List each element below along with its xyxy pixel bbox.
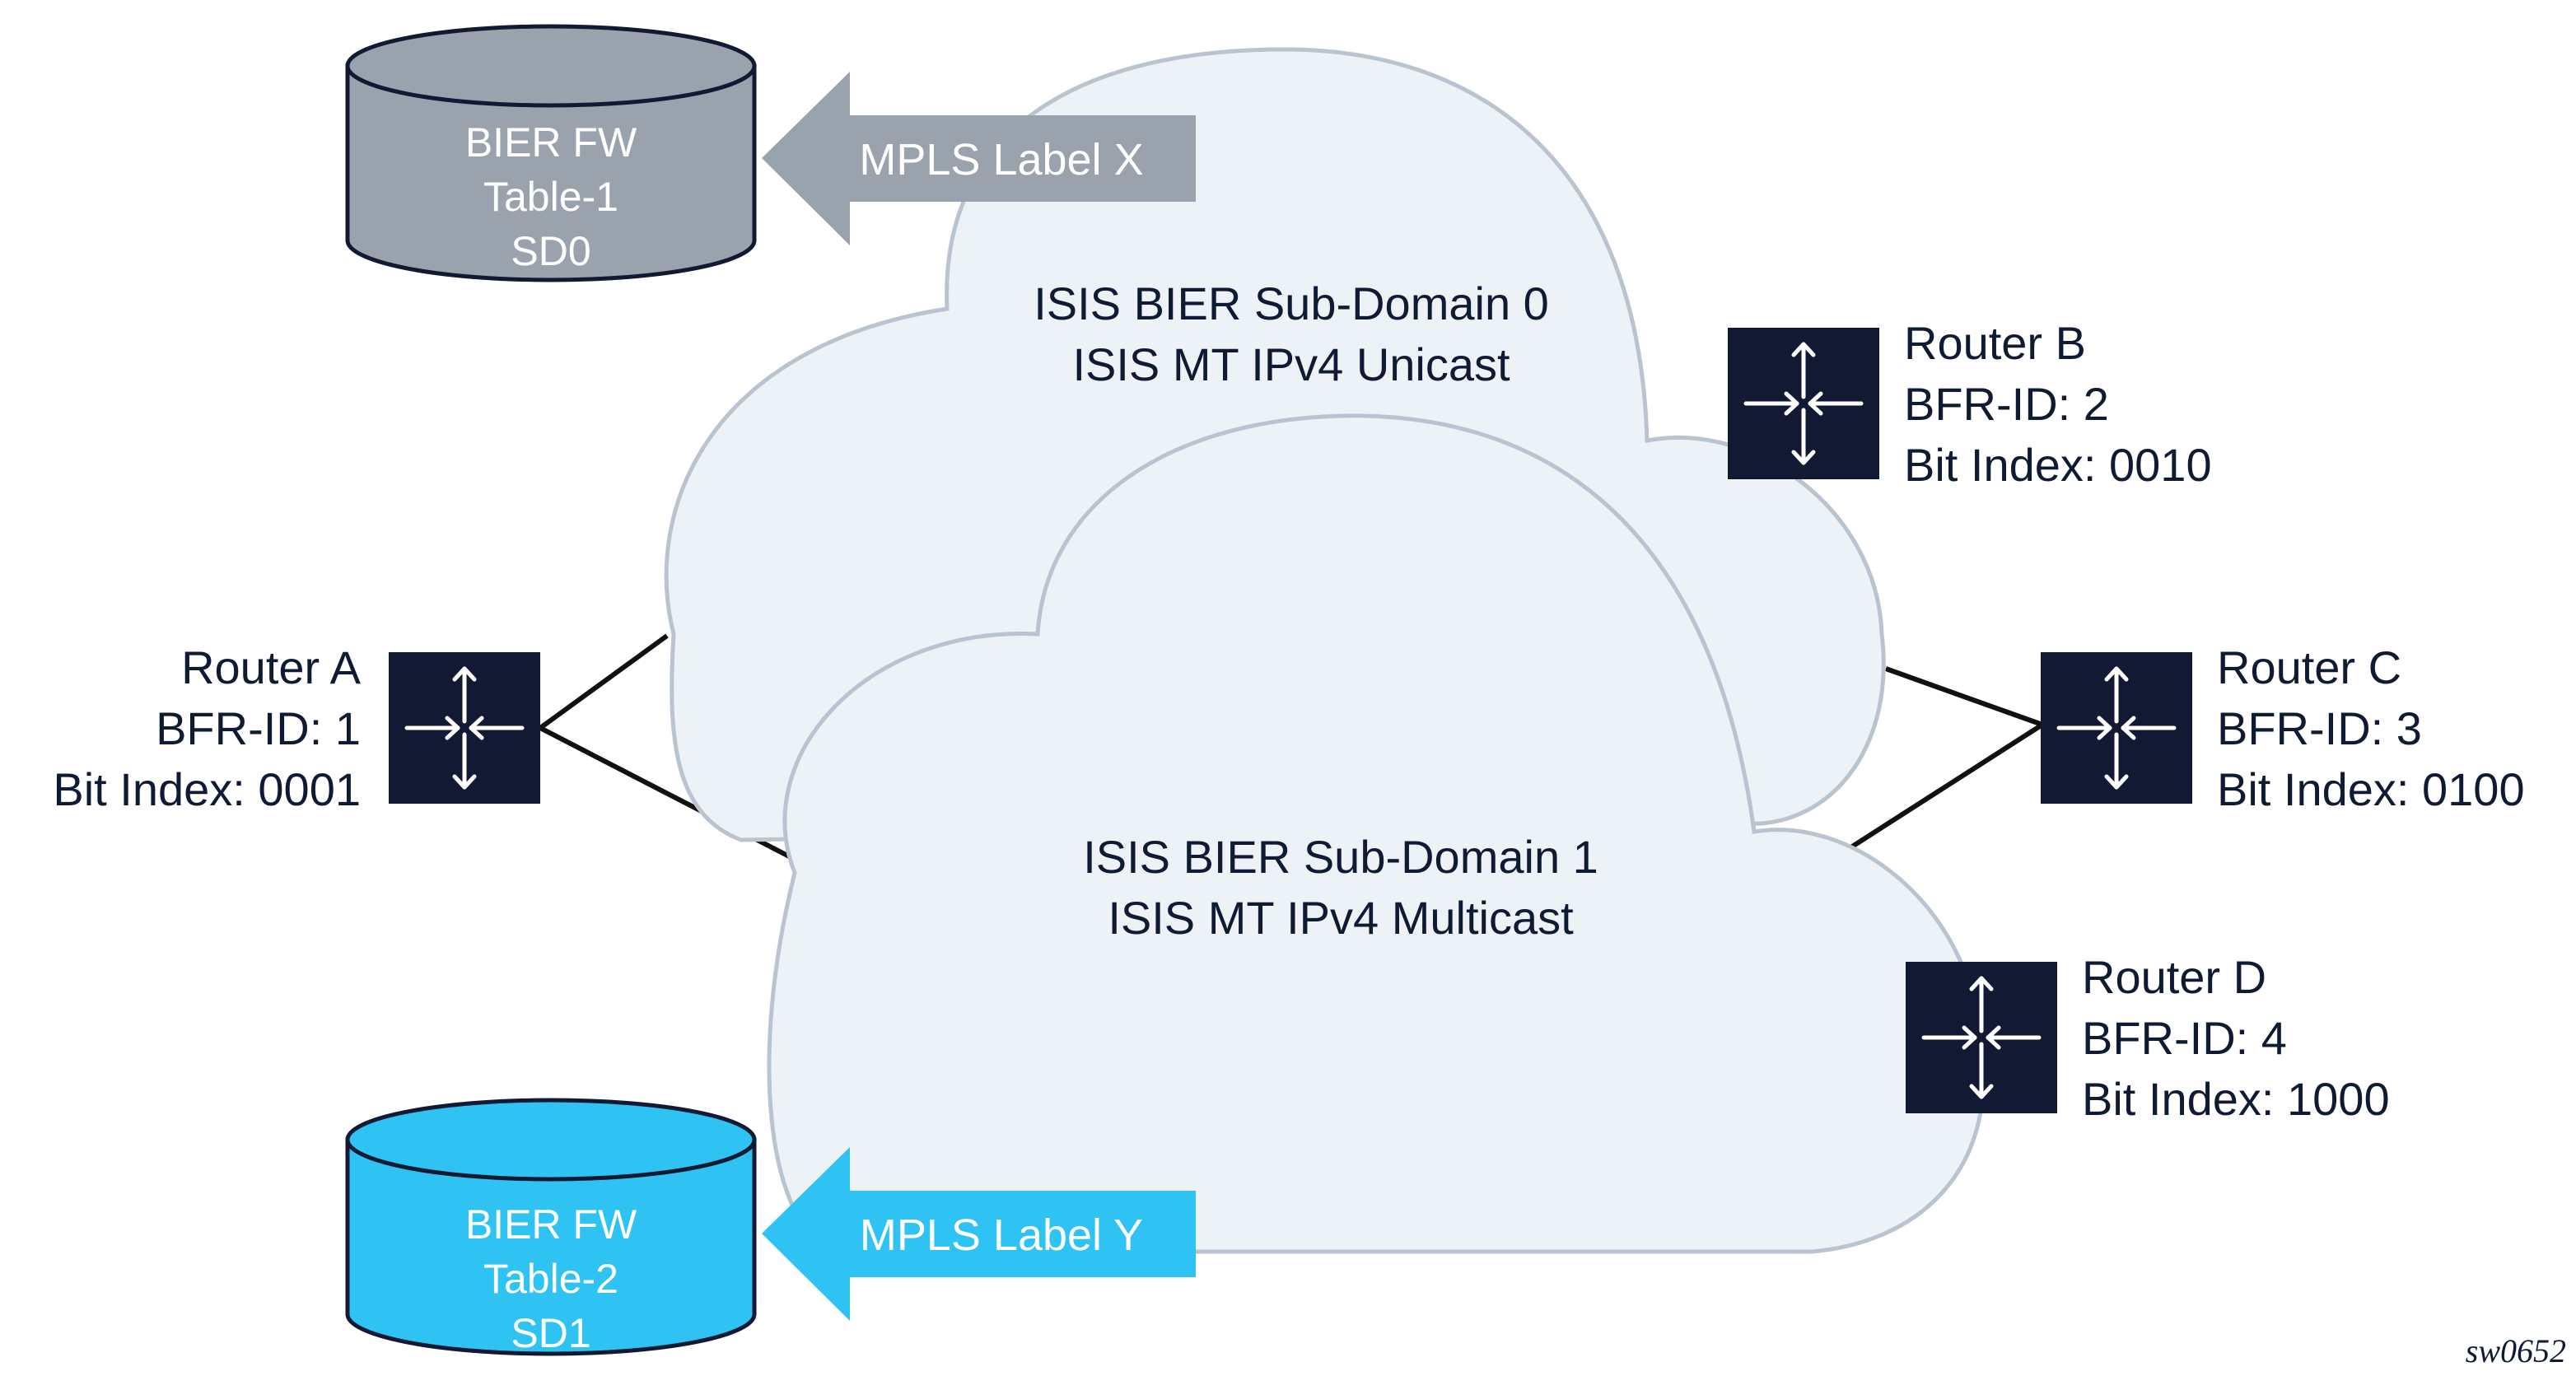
table1-line2: Table-1 <box>483 174 618 220</box>
sd0-line1: ISIS BIER Sub-Domain 0 <box>1034 278 1549 329</box>
link-router-c-sd0 <box>1884 666 2044 727</box>
table1-line1: BIER FW <box>465 119 637 166</box>
router-b[interactable]: Router B BFR-ID: 2 Bit Index: 0010 <box>1728 317 2212 491</box>
router-d[interactable]: Router D BFR-ID: 4 Bit Index: 1000 <box>1906 951 2390 1125</box>
figure-id: sw0652 <box>2466 1332 2566 1369</box>
sd1-line1: ISIS BIER Sub-Domain 1 <box>1083 831 1598 883</box>
table1-line3: SD0 <box>511 228 590 274</box>
bier-fw-table-1: BIER FW Table-1 SD0 <box>345 24 757 282</box>
router-icon <box>1728 328 1879 479</box>
router-a-bfr-id: BFR-ID: 1 <box>156 702 361 754</box>
link-router-a-sd0 <box>539 633 669 730</box>
router-d-name: Router D <box>2082 951 2266 1003</box>
sd0-line2: ISIS MT IPv4 Unicast <box>1072 338 1510 390</box>
router-b-bfr-id: BFR-ID: 2 <box>1904 378 2109 430</box>
router-d-bit-index: Bit Index: 1000 <box>2082 1073 2390 1125</box>
router-icon <box>389 652 540 804</box>
router-a-bit-index: Bit Index: 0001 <box>53 763 361 815</box>
link-router-c-sd1 <box>1848 722 2044 851</box>
router-a[interactable]: Router A BFR-ID: 1 Bit Index: 0001 <box>53 641 540 815</box>
bier-fw-table-2: BIER FW Table-2 SD1 <box>345 1098 757 1356</box>
router-icon <box>2041 652 2192 804</box>
router-b-name: Router B <box>1904 317 2086 369</box>
mpls-label-y-arrow: MPLS Label Y <box>762 1147 1196 1321</box>
router-icon <box>1906 962 2057 1113</box>
router-d-bfr-id: BFR-ID: 4 <box>2082 1012 2287 1064</box>
router-c-bfr-id: BFR-ID: 3 <box>2217 702 2422 754</box>
router-c[interactable]: Router C BFR-ID: 3 Bit Index: 0100 <box>2041 641 2525 815</box>
router-a-name: Router A <box>181 641 362 693</box>
router-c-bit-index: Bit Index: 0100 <box>2217 763 2525 815</box>
table2-line3: SD1 <box>511 1310 590 1356</box>
table2-line1: BIER FW <box>465 1201 637 1248</box>
router-c-name: Router C <box>2217 641 2401 693</box>
mpls-label-y-text: MPLS Label Y <box>860 1210 1143 1260</box>
router-b-bit-index: Bit Index: 0010 <box>1904 439 2212 491</box>
table2-line2: Table-2 <box>483 1256 618 1302</box>
mpls-label-x-text: MPLS Label X <box>859 135 1143 184</box>
mpls-label-x-arrow: MPLS Label X <box>762 72 1196 245</box>
sd1-line2: ISIS MT IPv4 Multicast <box>1108 892 1574 944</box>
